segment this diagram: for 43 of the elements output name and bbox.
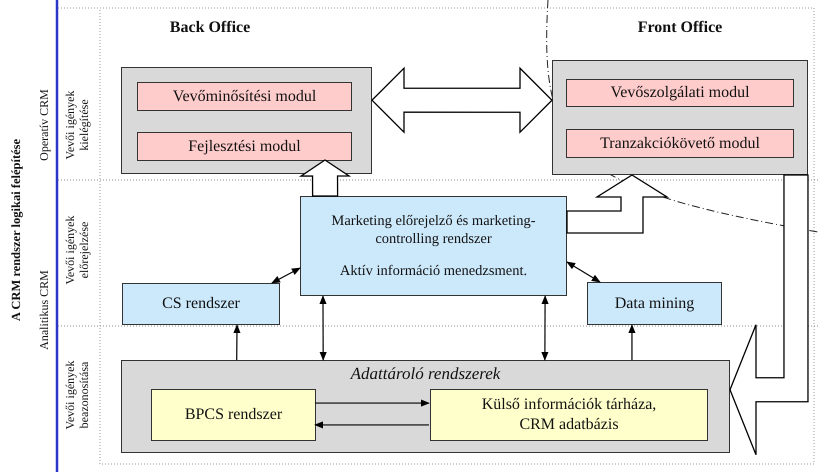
arrow bbox=[271, 267, 301, 284]
row-label: Vevői igények előrejelzése bbox=[64, 214, 92, 286]
arrow bbox=[319, 295, 327, 361]
group-panel bbox=[552, 60, 808, 175]
module-box bbox=[137, 82, 352, 111]
block-arrow bbox=[566, 174, 670, 234]
arrow bbox=[566, 261, 601, 283]
row-label: Vevői igények beazonosítása bbox=[64, 360, 92, 432]
database-box bbox=[430, 389, 708, 441]
box-label: Fejlesztési modul bbox=[188, 136, 301, 156]
block-arrow bbox=[371, 66, 553, 134]
box-label: Vevőminősítési modul bbox=[172, 86, 316, 106]
system-box bbox=[122, 283, 280, 325]
module-box bbox=[566, 79, 794, 107]
layer-label: Analitikus CRM bbox=[38, 270, 52, 350]
arrow bbox=[315, 399, 430, 407]
arrow bbox=[541, 295, 549, 361]
system-box bbox=[587, 282, 722, 325]
group-heading: Adattároló rendszerek bbox=[350, 363, 500, 384]
box-label: Tranzakciókövető modul bbox=[600, 134, 760, 154]
arrow bbox=[628, 324, 636, 360]
box-label: Data mining bbox=[614, 294, 694, 314]
row-label: Vevői igények kielégítése bbox=[64, 90, 92, 162]
layer-label: Operatív CRM bbox=[38, 89, 52, 161]
module-box bbox=[137, 132, 352, 161]
diagram-title: A CRM rendszer logikai felépítése bbox=[8, 138, 24, 322]
box-subtitle: Aktív információ menedzsment. bbox=[340, 262, 528, 280]
group-panel bbox=[121, 360, 730, 453]
box-label: CS rendszer bbox=[162, 294, 240, 314]
box-label: Marketing előrejelző és marketing-controlling rendszer bbox=[330, 212, 537, 248]
database-box bbox=[151, 389, 316, 441]
box-label: BPCS rendszer bbox=[184, 405, 282, 425]
column-heading: Back Office bbox=[170, 19, 250, 37]
block-arrow bbox=[298, 159, 352, 197]
block-arrow bbox=[729, 174, 809, 456]
arrow bbox=[314, 421, 429, 429]
module-box bbox=[566, 129, 794, 158]
column-heading: Front Office bbox=[638, 19, 722, 37]
arrow bbox=[233, 324, 241, 360]
box-label: Külső információk tárháza, CRM adatbázis bbox=[480, 395, 658, 435]
group-panel bbox=[121, 67, 372, 174]
box-label: Vevőszolgálati modul bbox=[610, 83, 750, 103]
system-box bbox=[300, 196, 567, 296]
